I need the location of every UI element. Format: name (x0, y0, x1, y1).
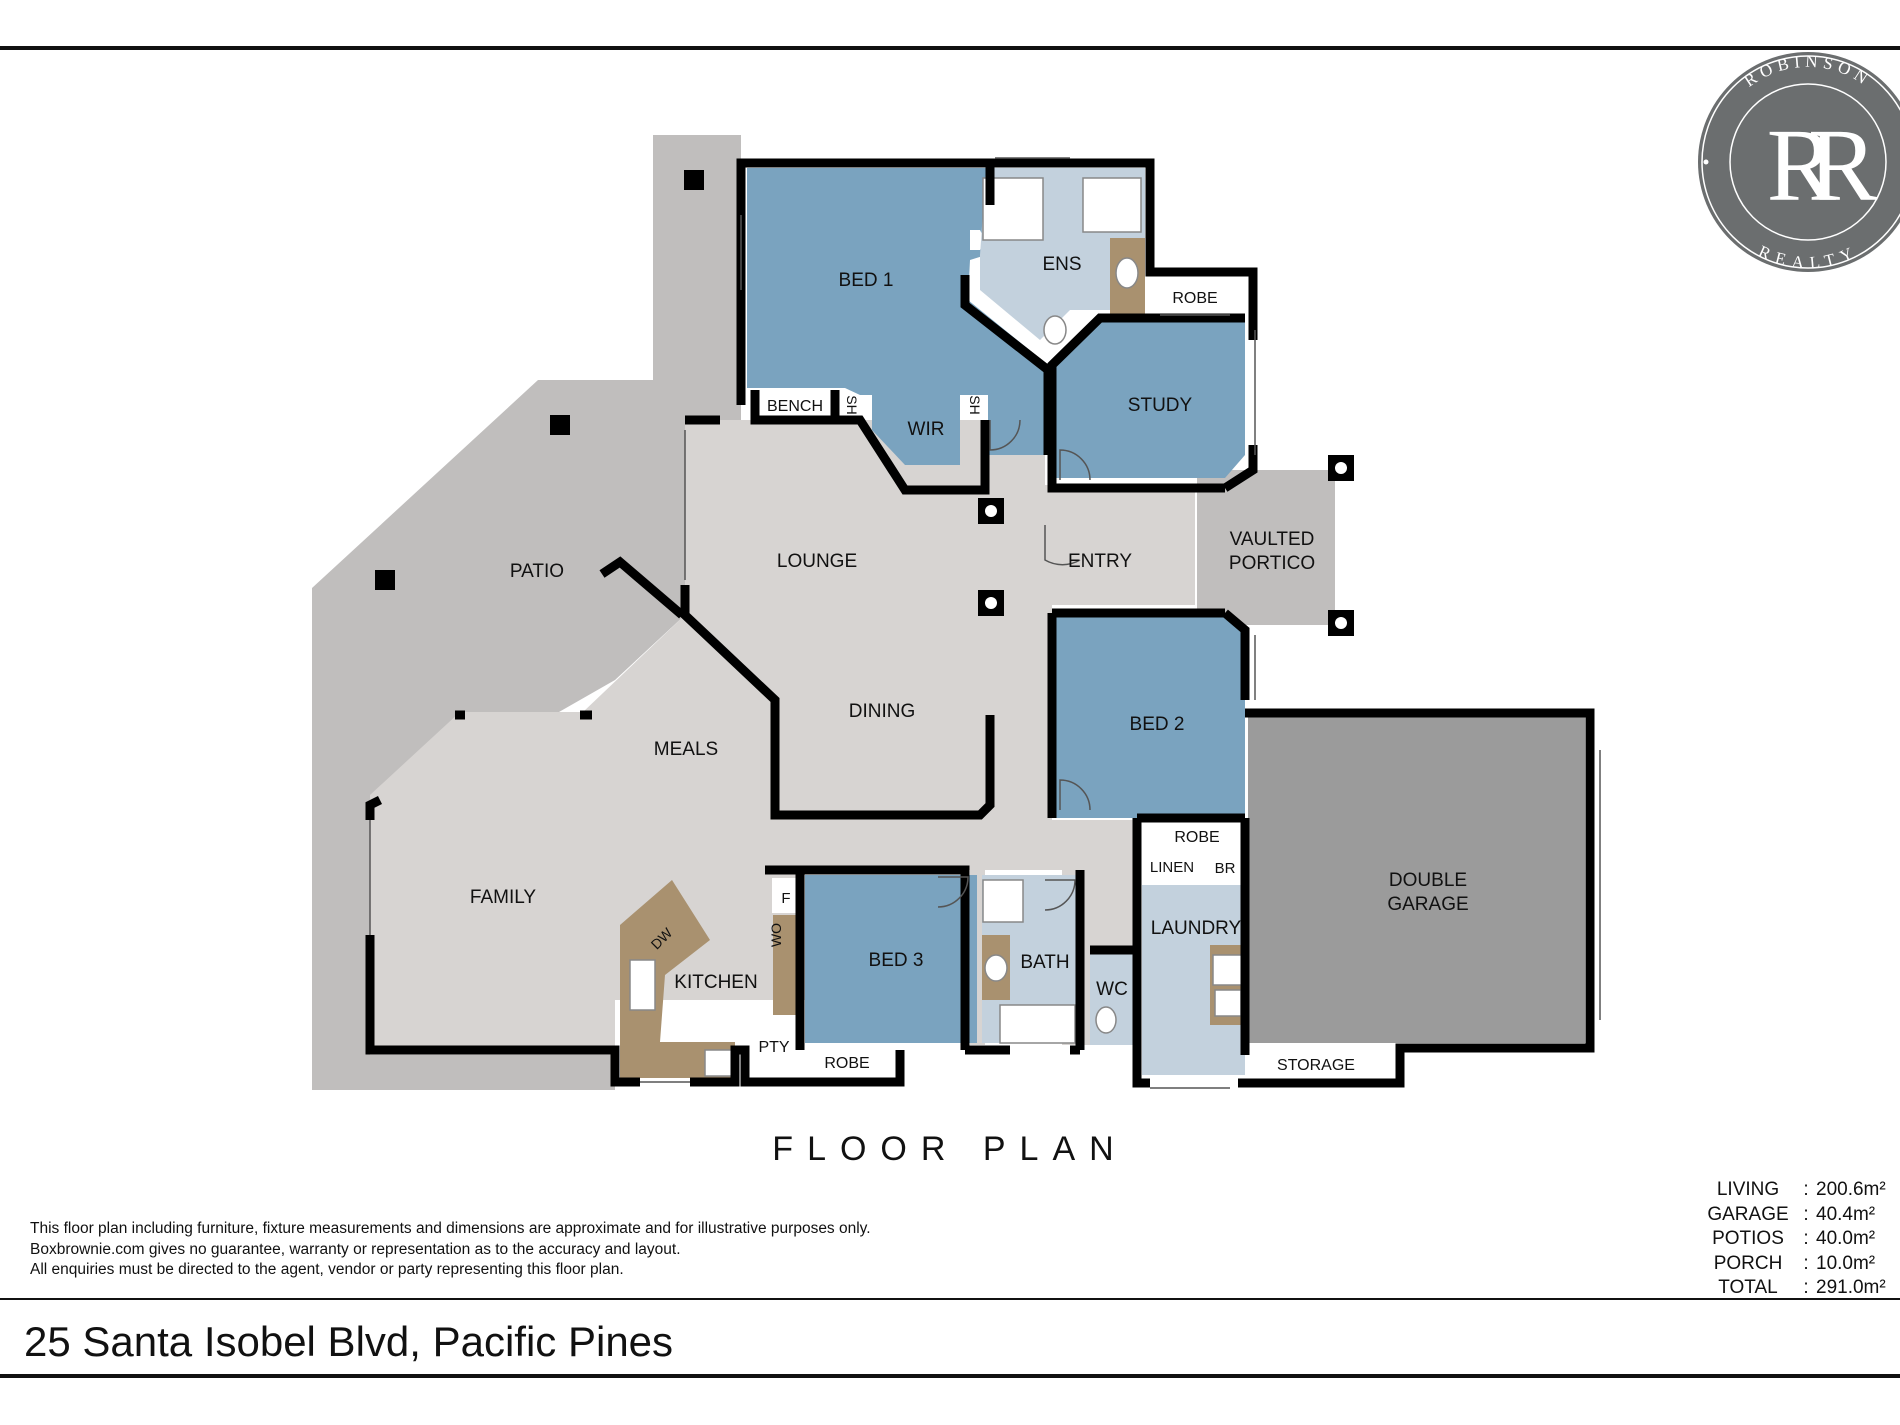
disclaimer-line: This floor plan including furniture, fix… (30, 1220, 871, 1237)
area-row: POTIOS:40.0m² (1700, 1227, 1900, 1252)
linen-box (1142, 853, 1245, 878)
fridge-box (772, 878, 800, 913)
property-address: 25 Santa Isobel Blvd, Pacific Pines (24, 1318, 674, 1365)
floor-plan: ROBINSON REALTY RR BED 1 ENS ROBE STUDY … (312, 52, 1900, 1090)
windows-doors (369, 157, 1601, 1089)
kitchen-bench (620, 880, 735, 1078)
living-area (370, 420, 1195, 1055)
area-value: 200.6m² (1816, 1179, 1886, 1200)
label-family: FAMILY (470, 887, 536, 908)
area-sep: : (1803, 1203, 1809, 1225)
label-sh-left: SH (844, 395, 860, 414)
bench-box (755, 390, 835, 420)
label-linen: LINEN (1150, 859, 1194, 876)
label-vaulted: VAULTED (1230, 529, 1315, 550)
label-f: F (781, 890, 790, 907)
disclaimer-line: Boxbrownie.com gives no guarantee, warra… (30, 1240, 681, 1258)
area-row: LIVING:200.6m² (1700, 1178, 1900, 1203)
label-wo: WO (768, 923, 784, 947)
label-dining: DINING (849, 701, 916, 722)
label-bed3: BED 3 (869, 950, 924, 971)
area-sep: : (1803, 1228, 1809, 1249)
area-sep: : (1803, 1179, 1809, 1200)
label-bed2: BED 2 (1130, 714, 1185, 735)
label-double: DOUBLE (1389, 870, 1467, 891)
top-rule (0, 46, 1900, 50)
patio-area (312, 135, 741, 1090)
label-robe-bed2: ROBE (1174, 829, 1219, 846)
pty-box (745, 1020, 800, 1075)
bottom-rule (0, 1374, 1900, 1378)
area-row: GARAGE:40.4m² (1700, 1203, 1900, 1228)
label-bath: BATH (1020, 952, 1069, 973)
area-value: 10.0m² (1816, 1252, 1876, 1274)
label-meals: MEALS (654, 739, 718, 760)
label-ens: ENS (1042, 254, 1081, 275)
area-table: LIVING:200.6m² GARAGE:40.4m² POTIOS:40.0… (1700, 1178, 1900, 1301)
bed1-room (747, 168, 1048, 455)
label-patio: PATIO (510, 561, 564, 582)
area-label: GARAGE (1707, 1203, 1789, 1225)
area-row: TOTAL:291.0m² (1700, 1276, 1900, 1301)
portico-area (1197, 470, 1335, 625)
robe-bed3-box (808, 1045, 900, 1077)
label-sh-right: SH (967, 395, 983, 414)
area-label: POTIOS (1712, 1228, 1784, 1249)
bed2-room (1052, 613, 1245, 818)
study-room (1052, 318, 1245, 478)
label-bench: BENCH (767, 398, 823, 415)
label-kitchen: KITCHEN (674, 972, 757, 993)
fixtures (629, 177, 1244, 1077)
disclaimer: This floor plan including furniture, fix… (30, 1219, 871, 1281)
area-label: LIVING (1716, 1179, 1780, 1200)
label-lounge: LOUNGE (777, 551, 857, 572)
area-value: 40.0m² (1816, 1228, 1876, 1249)
label-robe-bed3: ROBE (824, 1055, 869, 1072)
label-garage: GARAGE (1387, 894, 1468, 915)
area-label: PORCH (1713, 1252, 1783, 1274)
area-sep: : (1803, 1277, 1809, 1298)
robinson-realty-logo: ROBINSON REALTY RR (1698, 52, 1900, 272)
label-laundry: LAUNDRY (1151, 918, 1242, 939)
robe-study-box (1153, 282, 1238, 312)
label-br: BR (1215, 860, 1236, 877)
area-value: 291.0m² (1816, 1277, 1886, 1298)
robe-bed2-box (1142, 820, 1245, 848)
label-bed1: BED 1 (839, 270, 894, 291)
label-wc: WC (1096, 979, 1128, 1000)
area-value: 40.4m² (1816, 1203, 1876, 1225)
floor-plan-title: FLOOR PLAN (772, 1130, 1128, 1168)
area-sep: : (1803, 1252, 1809, 1274)
label-entry: ENTRY (1068, 551, 1132, 572)
label-robe-study: ROBE (1172, 290, 1217, 307)
label-study: STUDY (1128, 395, 1193, 416)
disclaimer-line: All enquiries must be directed to the ag… (30, 1261, 624, 1278)
address-top-rule (0, 1298, 1900, 1300)
area-row: PORCH:10.0m² (1700, 1252, 1900, 1277)
label-storage: STORAGE (1277, 1057, 1355, 1074)
area-label: TOTAL (1718, 1277, 1778, 1298)
bed3-room (805, 875, 977, 1043)
label-pty: PTY (758, 1039, 789, 1056)
garage-room (1248, 713, 1585, 1043)
wir-room (872, 393, 960, 465)
label-wir: WIR (908, 419, 945, 440)
storage-box (1245, 1048, 1390, 1080)
walls (365, 158, 1595, 1088)
label-portico: PORTICO (1229, 553, 1315, 574)
